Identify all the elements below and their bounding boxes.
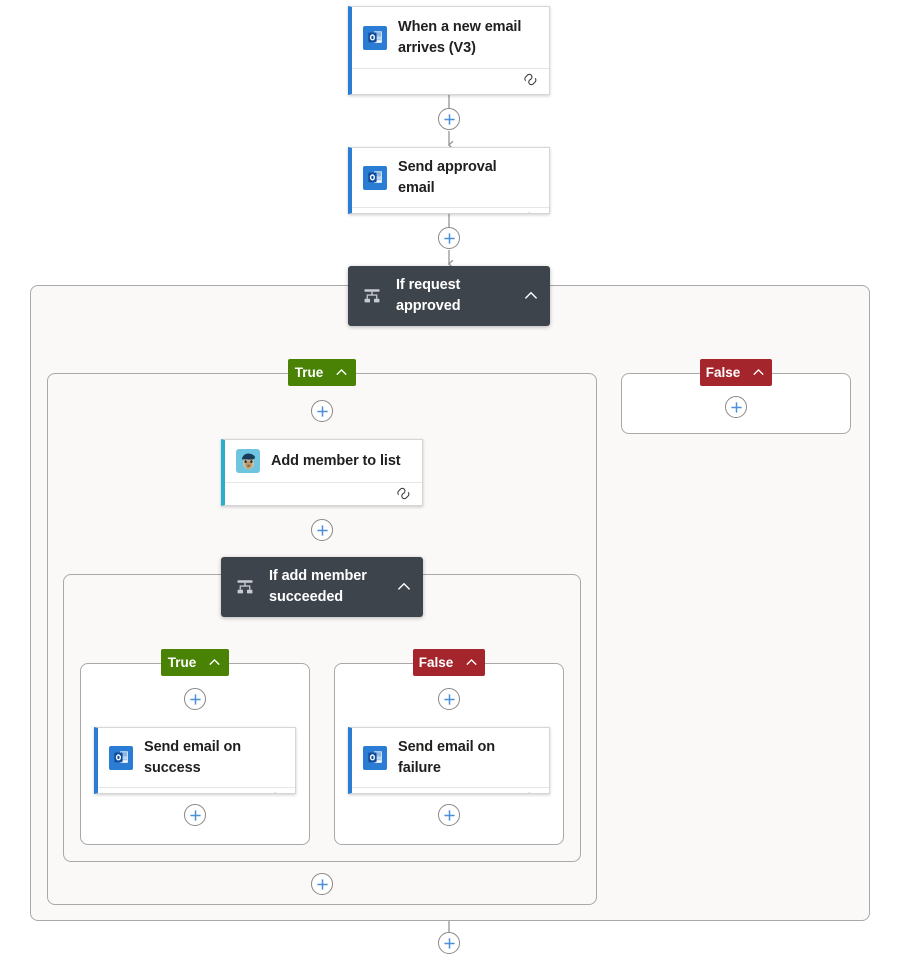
plus-icon <box>316 524 328 536</box>
insert-new-step-button[interactable] <box>311 400 333 422</box>
plus-icon <box>443 937 455 949</box>
chevron-up-icon[interactable] <box>751 365 766 380</box>
card-title: If add member succeeded <box>269 568 367 605</box>
insert-new-step-button[interactable] <box>438 227 460 249</box>
card-if-request-approved[interactable]: If request approved <box>348 266 550 326</box>
insert-new-step-button[interactable] <box>184 688 206 710</box>
condition-branch-icon <box>362 286 382 306</box>
chevron-up-icon[interactable] <box>464 655 479 670</box>
insert-new-step-button[interactable] <box>438 688 460 710</box>
chevron-up-icon[interactable] <box>334 365 349 380</box>
connection-link-icon[interactable] <box>523 73 538 91</box>
insert-new-step-button[interactable] <box>438 804 460 826</box>
card-title: Add member to list <box>271 452 401 469</box>
plus-icon <box>316 878 328 890</box>
insert-new-step-button[interactable] <box>184 804 206 826</box>
insert-new-step-button[interactable] <box>438 108 460 130</box>
plus-icon <box>443 232 455 244</box>
insert-new-step-button-false-branch[interactable] <box>725 396 747 418</box>
card-header: Send email on success <box>98 728 295 787</box>
chevron-up-icon[interactable] <box>207 655 222 670</box>
connection-link-icon[interactable] <box>523 212 538 213</box>
card-header: When a new email arrives (V3) <box>352 7 549 68</box>
outlook-icon <box>109 745 133 770</box>
card-title: Send email on failure <box>398 739 495 776</box>
card-footer <box>98 787 295 793</box>
card-if-add-member-succeeded[interactable]: If add member succeeded <box>221 557 423 617</box>
plus-icon <box>730 401 742 413</box>
plus-icon <box>443 113 455 125</box>
branch-badge-inner-false[interactable]: False <box>413 649 485 676</box>
branch-badge-outer-false[interactable]: False <box>700 359 772 386</box>
outlook-icon <box>363 165 387 190</box>
insert-new-step-button[interactable] <box>311 519 333 541</box>
outlook-icon <box>363 25 387 50</box>
card-title: Send email on success <box>144 739 241 776</box>
outlook-icon <box>363 745 387 770</box>
branch-label: True <box>167 655 197 670</box>
card-header: Send email on failure <box>352 728 549 787</box>
connection-link-icon[interactable] <box>523 792 538 793</box>
insert-new-step-button[interactable] <box>311 873 333 895</box>
card-footer <box>352 68 549 94</box>
card-send-email-on-failure[interactable]: Send email on failure <box>348 727 550 794</box>
card-footer <box>352 787 549 793</box>
plus-icon <box>443 693 455 705</box>
card-title: If request approved <box>396 277 461 314</box>
branch-badge-outer-true[interactable]: True <box>288 359 356 386</box>
card-add-member-to-list[interactable]: Add member to list <box>221 439 423 506</box>
condition-branch-icon <box>235 577 255 597</box>
card-title: Send approval email <box>398 159 497 196</box>
branch-label: False <box>418 655 454 670</box>
connection-link-icon[interactable] <box>269 792 284 793</box>
card-send-approval-email[interactable]: Send approval email <box>348 147 550 214</box>
plus-icon <box>443 809 455 821</box>
mailchimp-icon <box>236 449 260 473</box>
plus-icon <box>189 693 201 705</box>
card-header: Add member to list <box>225 440 422 482</box>
card-footer <box>352 207 549 213</box>
chevron-up-icon[interactable] <box>395 578 413 596</box>
card-title: When a new email arrives (V3) <box>398 18 522 56</box>
chevron-up-icon[interactable] <box>522 287 540 305</box>
card-footer <box>225 482 422 505</box>
branch-badge-inner-true[interactable]: True <box>161 649 229 676</box>
branch-label: True <box>294 365 324 380</box>
plus-icon <box>189 809 201 821</box>
connection-link-icon[interactable] <box>396 487 411 505</box>
card-when-a-new-email-arrives[interactable]: When a new email arrives (V3) <box>348 6 550 95</box>
card-header: Send approval email <box>352 148 549 207</box>
plus-icon <box>316 405 328 417</box>
card-send-email-on-success[interactable]: Send email on success <box>94 727 296 794</box>
branch-label: False <box>705 365 741 380</box>
insert-new-step-button-flow-end[interactable] <box>438 932 460 954</box>
